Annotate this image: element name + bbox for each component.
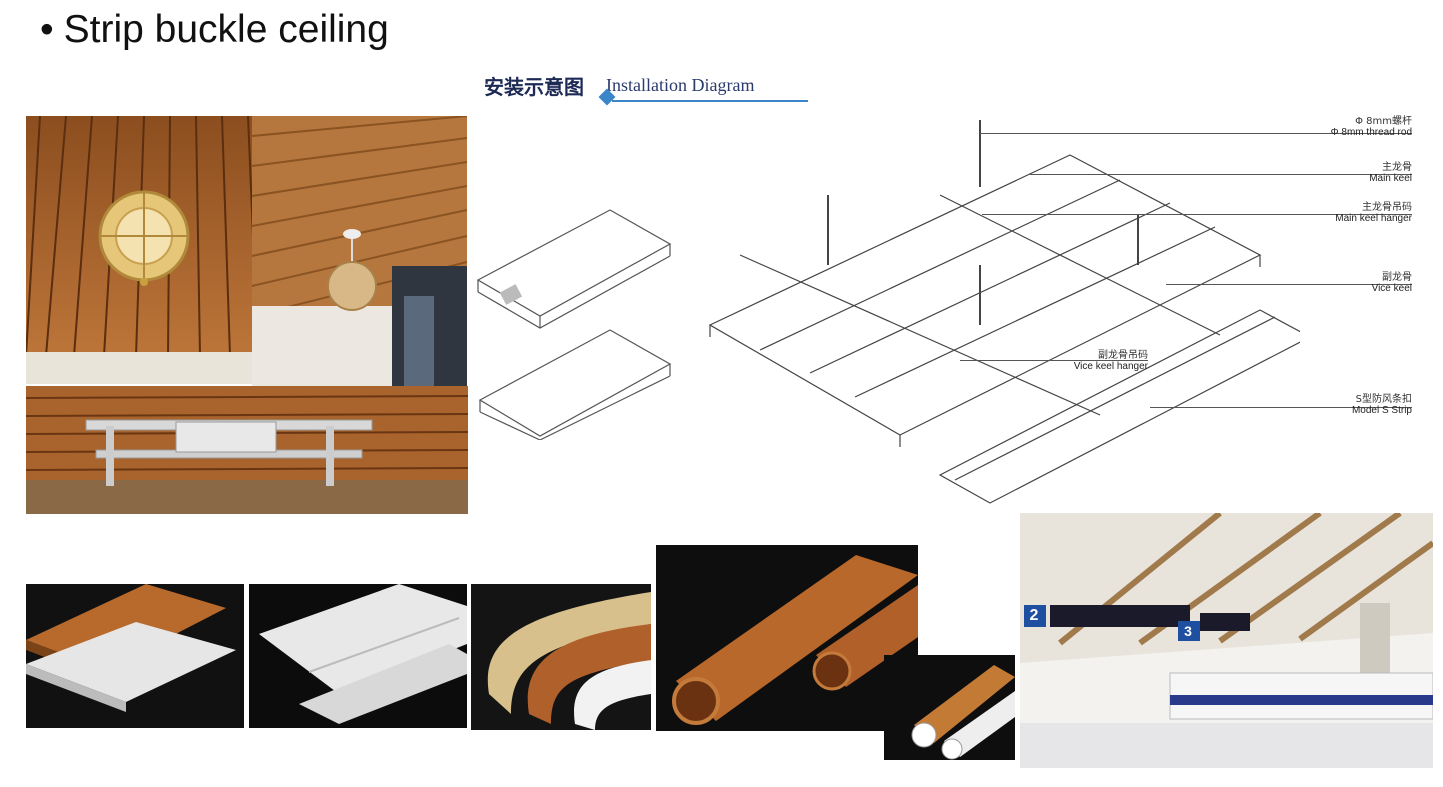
photo-curved-strips bbox=[471, 584, 651, 730]
callout-vice-keel: 副龙骨 Vice keel bbox=[1371, 272, 1412, 294]
title-text: Strip buckle ceiling bbox=[63, 8, 389, 51]
diagram-heading: 安装示意图 Installation Diagram bbox=[484, 72, 755, 99]
callout-line-main-keel bbox=[1030, 174, 1412, 175]
callout-thread-rod: Φ 8mm螺杆 Φ 8mm thread rod bbox=[1330, 116, 1412, 138]
diagram-heading-cn: 安装示意图 bbox=[484, 74, 584, 99]
callout-s-strip: S型防风条扣 Model S Strip bbox=[1351, 394, 1412, 416]
callout-main-keel: 主龙骨 Main keel bbox=[1369, 162, 1412, 184]
heading-underline bbox=[612, 100, 808, 102]
callout-line-vice-keel bbox=[1166, 284, 1412, 285]
sign-number-left: 2 bbox=[1029, 607, 1039, 624]
callout-vice-keel-hanger: 副龙骨吊码 Vice keel hanger bbox=[1073, 350, 1148, 372]
slide-title: •Strip buckle ceiling bbox=[40, 8, 389, 52]
photo-wood-ceiling-lamp bbox=[26, 116, 252, 384]
keel-assembly-drawing bbox=[700, 115, 1300, 505]
callout-line-main-keel-hanger bbox=[982, 214, 1412, 215]
photo-ceiling-drying-rack bbox=[26, 386, 468, 514]
callout-line-vice-keel-hanger bbox=[960, 360, 1148, 361]
photo-round-tubes bbox=[656, 545, 918, 731]
diagram-heading-en: Installation Diagram bbox=[606, 74, 755, 95]
photo-tube-pair bbox=[884, 655, 1015, 760]
callout-line-s-strip bbox=[1150, 407, 1412, 408]
sign-number-right: 3 bbox=[1184, 623, 1192, 639]
strip-profile-drawing bbox=[470, 200, 680, 440]
photo-perforated-strips bbox=[249, 584, 467, 728]
title-bullet: • bbox=[40, 8, 54, 51]
callout-line-thread-rod bbox=[980, 133, 1412, 134]
callout-main-keel-hanger: 主龙骨吊码 Main keel hanger bbox=[1335, 202, 1412, 224]
photo-wood-white-strips bbox=[26, 584, 244, 728]
photo-pendant-lamp bbox=[252, 116, 467, 386]
photo-railway-station bbox=[1020, 513, 1433, 768]
